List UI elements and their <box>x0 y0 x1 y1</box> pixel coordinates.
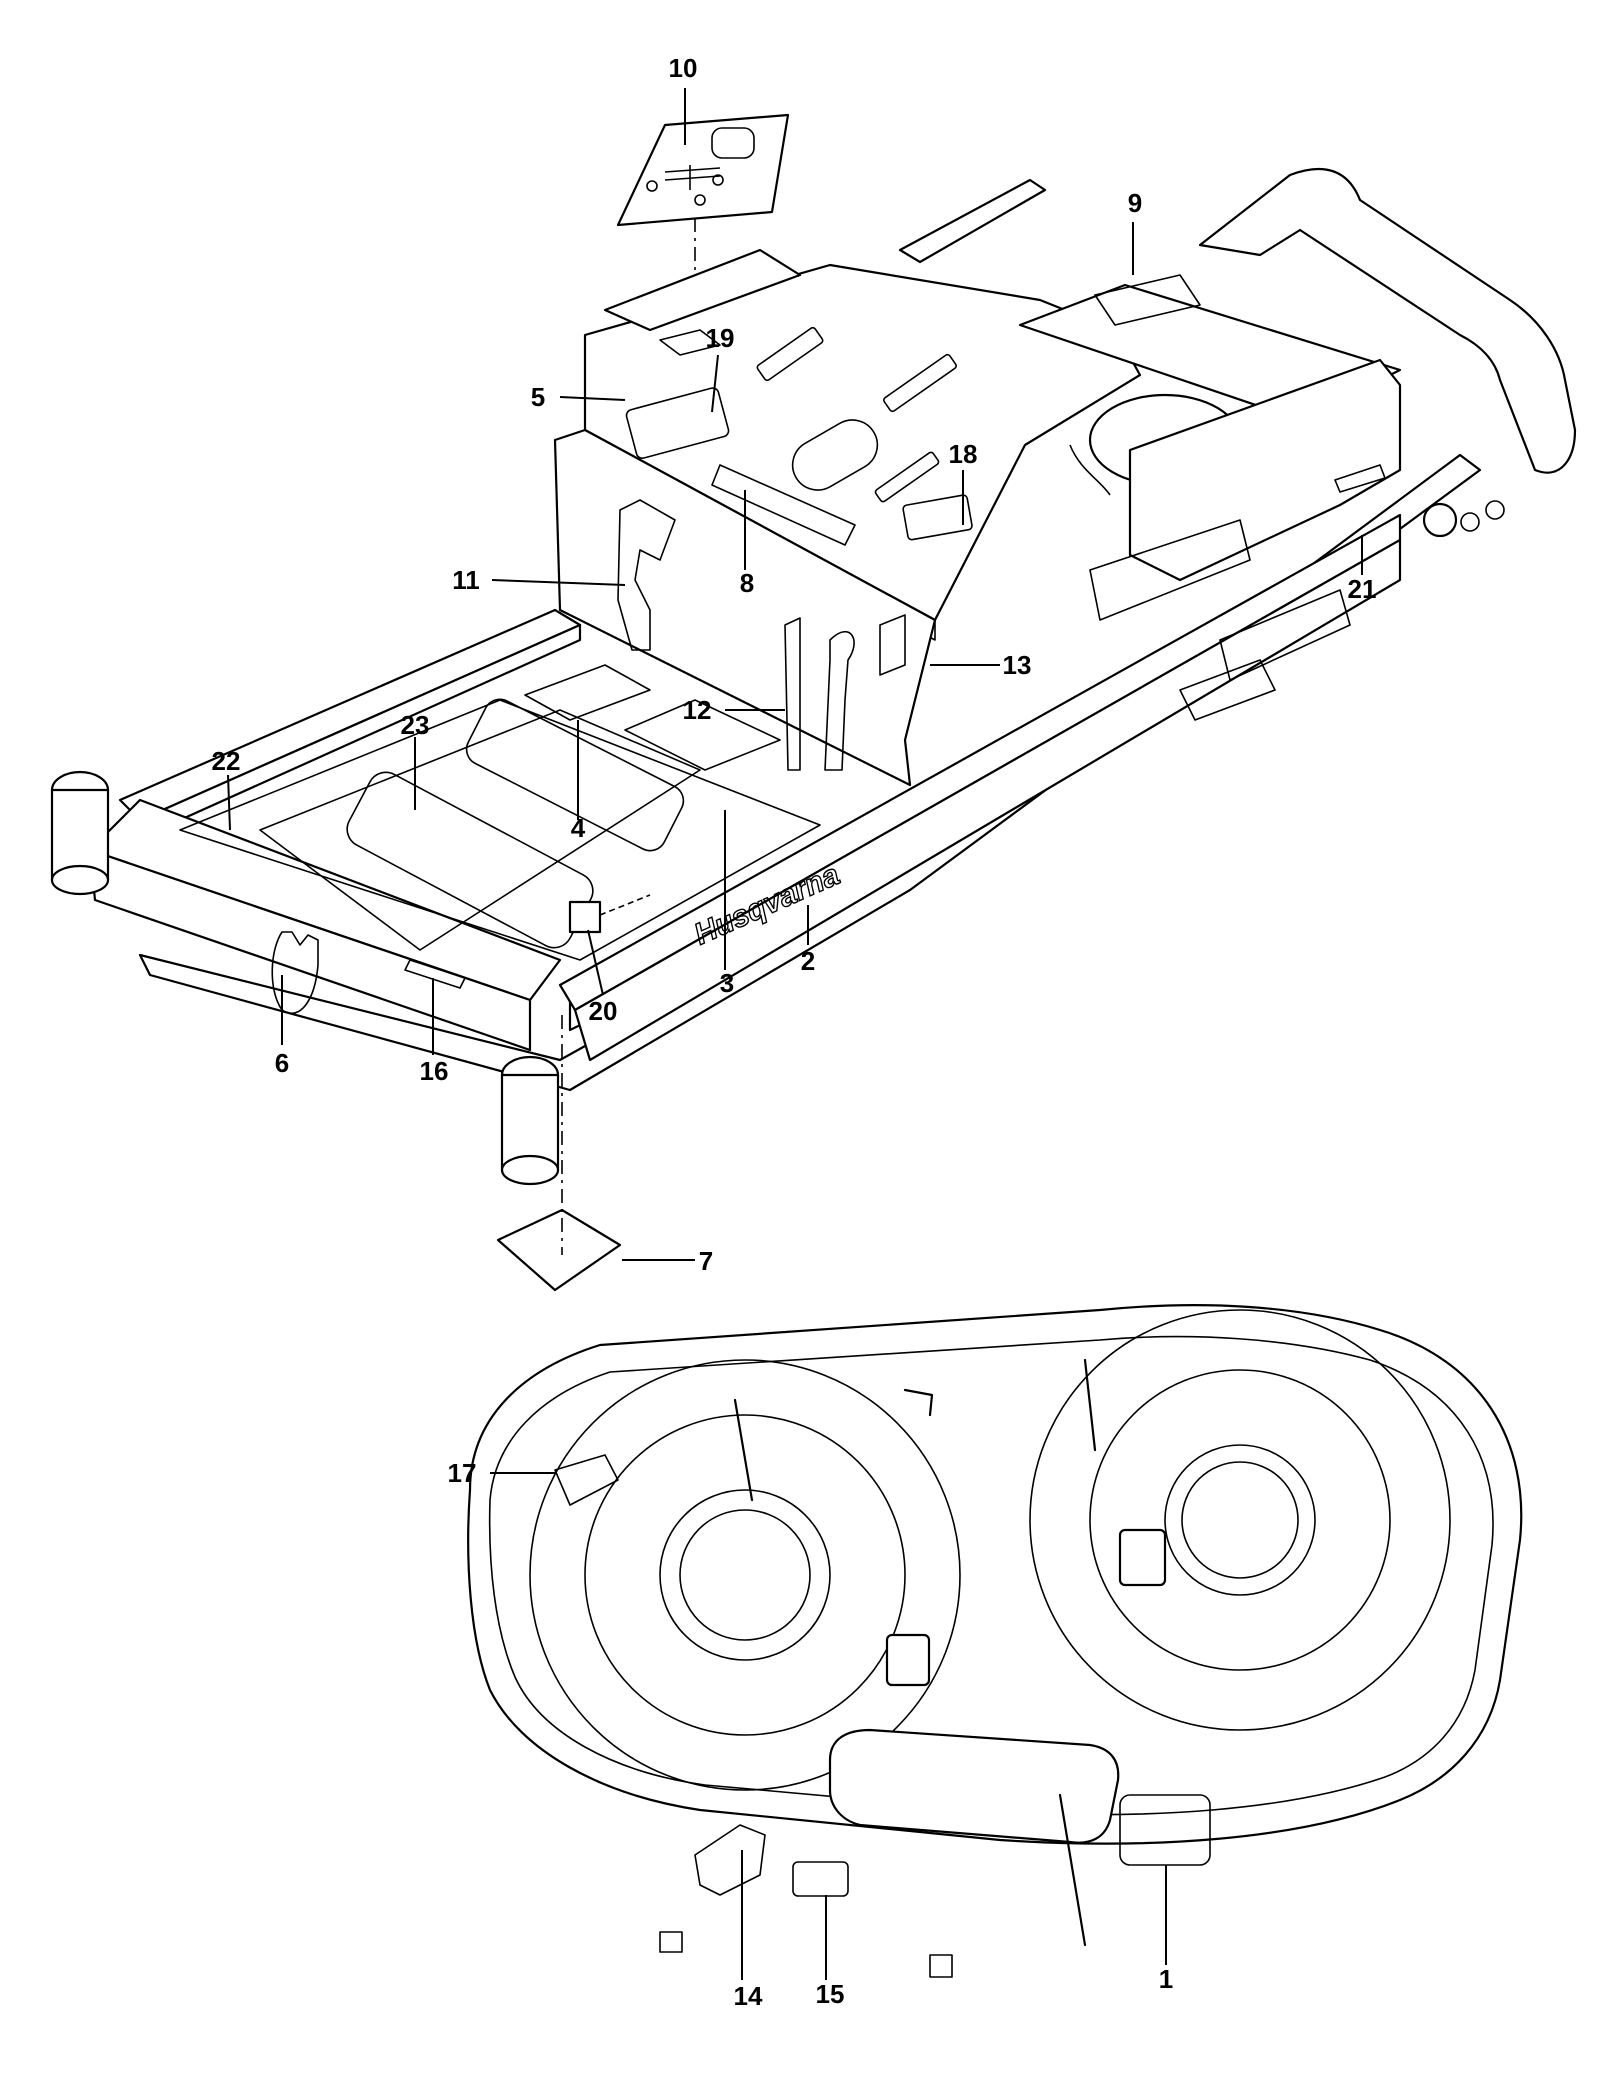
callout-16: 16 <box>420 1056 449 1086</box>
callout-7: 7 <box>699 1246 713 1276</box>
callout-labels: 10 9 19 5 18 8 11 21 13 12 22 23 4 2 3 2… <box>212 53 1377 2011</box>
callout-21: 21 <box>1348 574 1377 604</box>
callout-17: 17 <box>448 1458 477 1488</box>
leader-lines <box>227 88 1363 1980</box>
callout-3: 3 <box>720 968 734 998</box>
callout-14: 14 <box>734 1981 763 2011</box>
callout-5: 5 <box>531 382 545 412</box>
callout-8: 8 <box>740 568 754 598</box>
callout-11: 11 <box>452 565 480 595</box>
callout-18: 18 <box>949 439 978 469</box>
callout-22: 22 <box>212 746 241 776</box>
callout-15: 15 <box>816 1979 845 2009</box>
callout-19: 19 <box>706 323 735 353</box>
callout-6: 6 <box>275 1048 289 1078</box>
callout-1: 1 <box>1159 1964 1173 1994</box>
mower-frame <box>50 167 1577 1186</box>
callout-20: 20 <box>589 996 618 1026</box>
callout-4: 4 <box>571 813 586 843</box>
callout-2: 2 <box>801 946 815 976</box>
mower-deck <box>467 1304 1523 1978</box>
callout-23: 23 <box>401 710 430 740</box>
callout-12: 12 <box>683 695 712 725</box>
decal-10-shape <box>616 113 790 227</box>
callout-9: 9 <box>1128 188 1142 218</box>
decal-7-shape <box>496 1208 622 1292</box>
callout-10: 10 <box>669 53 698 83</box>
callout-13: 13 <box>1003 650 1032 680</box>
